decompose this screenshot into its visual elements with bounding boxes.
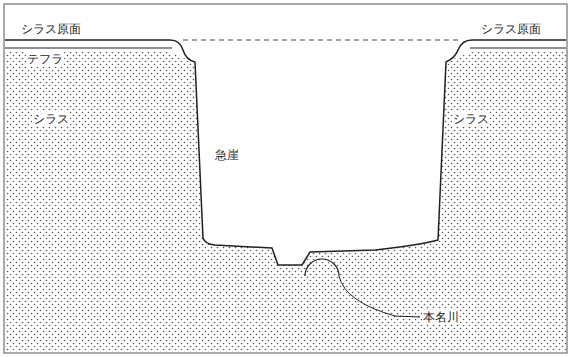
tephra-label: テフラ (26, 52, 64, 66)
shirasu-label: シラス (452, 112, 490, 126)
frame (4, 4, 567, 353)
leader-line (339, 276, 420, 317)
original-surface (183, 40, 458, 41)
shirasu-fill (5, 52, 566, 352)
surface-label: シラス原面 (480, 22, 542, 36)
shirasu-label: シラス (32, 112, 70, 126)
surface-label: シラス原面 (20, 22, 82, 36)
river-arc (305, 259, 339, 276)
river-label: 本名川 (422, 310, 460, 324)
ground-profile (5, 40, 566, 265)
cliff-label: 急崖 (214, 148, 240, 162)
tephra-base (5, 47, 566, 48)
